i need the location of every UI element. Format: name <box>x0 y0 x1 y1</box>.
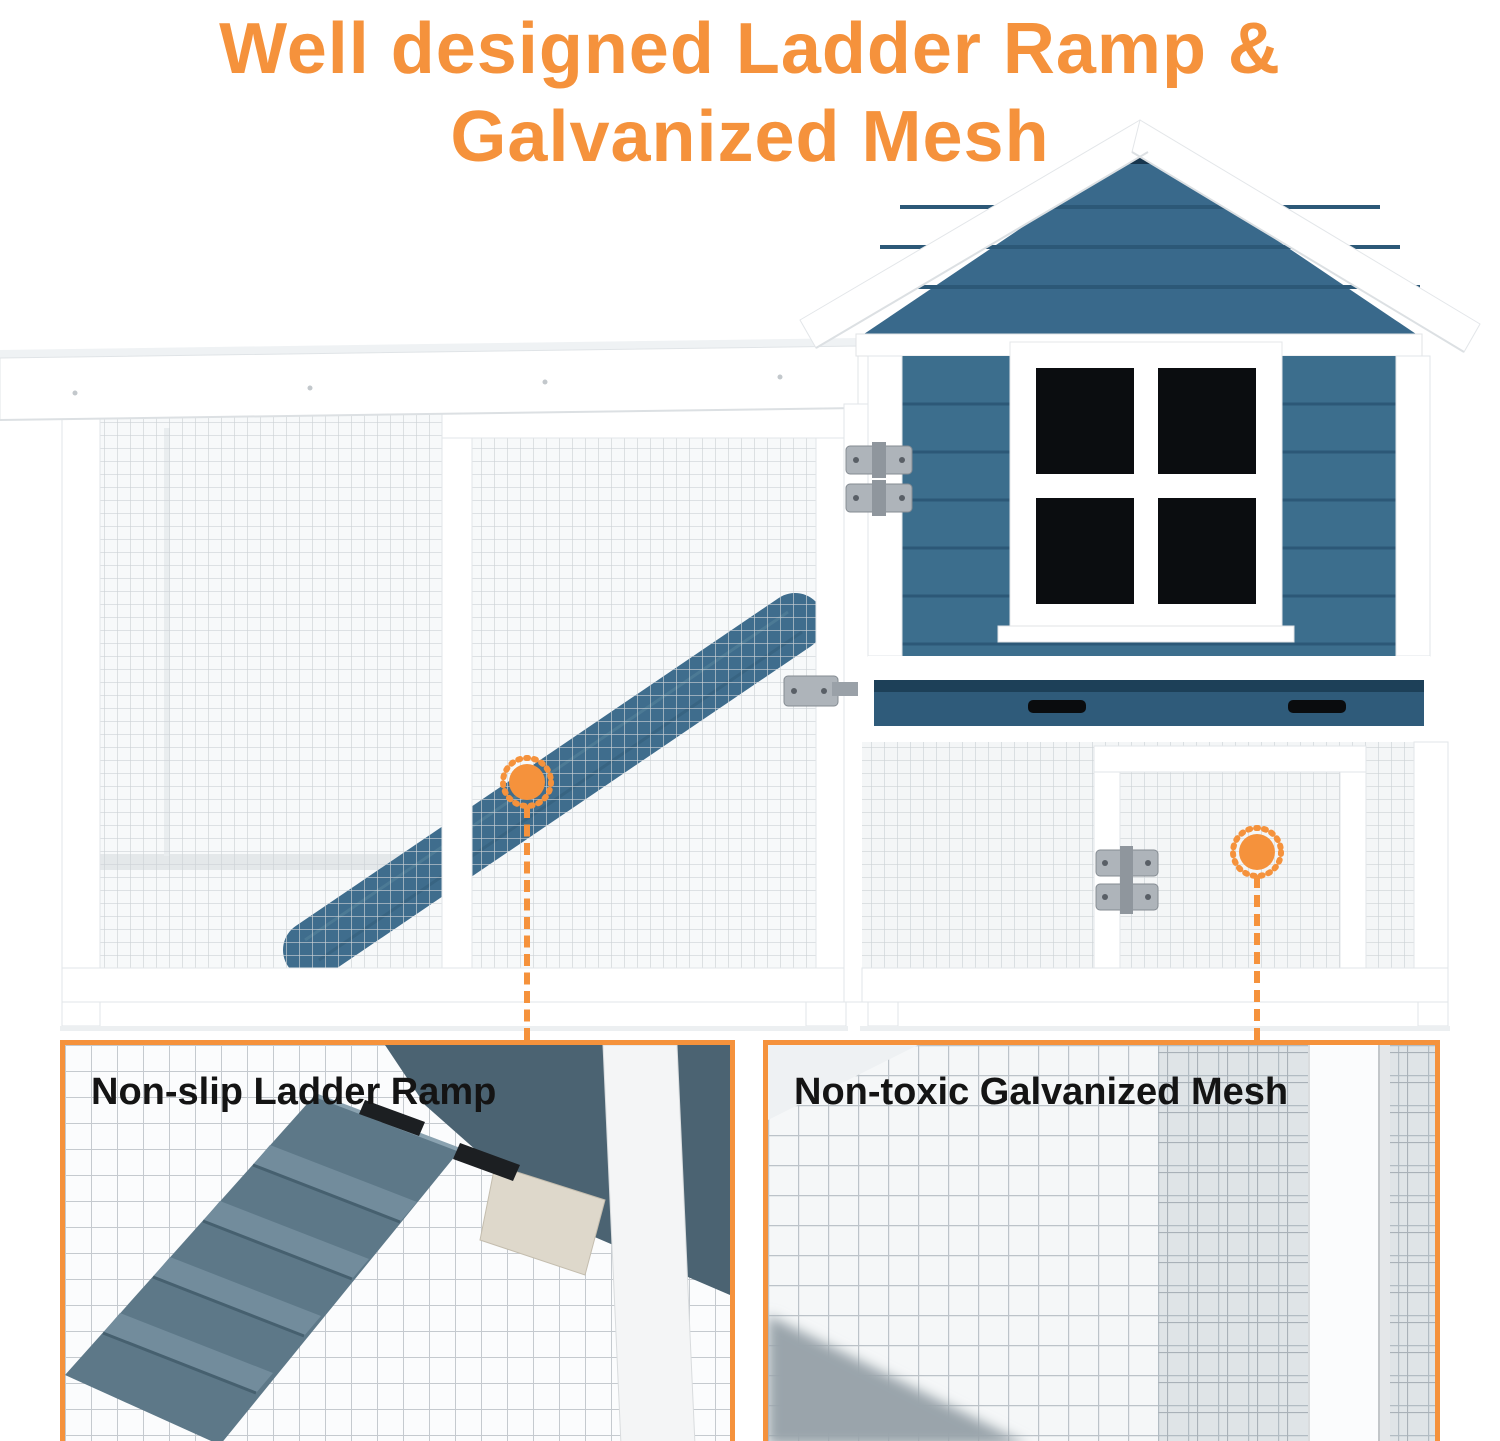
tray-rail <box>868 726 1430 742</box>
left-post <box>61 403 101 1003</box>
nest-tray <box>874 680 1424 726</box>
frame-post <box>1308 1045 1390 1441</box>
door-latch <box>783 675 858 707</box>
callout-line-ladder <box>524 806 530 1040</box>
right-legs <box>860 1001 1450 1031</box>
detail-ladder-ramp: Non-slip Ladder Ramp <box>60 1040 735 1441</box>
detail-label-mesh: Non-toxic Galvanized Mesh <box>794 1071 1289 1113</box>
left-run-roof <box>0 338 859 421</box>
ramp-board <box>65 1093 461 1441</box>
ramp-brackets <box>359 1100 520 1181</box>
right-bottom-rail <box>861 967 1449 1003</box>
detail-galvanized-mesh: Non-toxic Galvanized Mesh <box>763 1040 1440 1441</box>
support-post <box>602 1045 696 1441</box>
galvanized-mesh-photo <box>768 1045 1435 1441</box>
right-post <box>1413 741 1449 969</box>
left-bottom-rail <box>61 967 845 1003</box>
detail-label-ladder: Non-slip Ladder Ramp <box>91 1071 497 1113</box>
callout-dot-ladder <box>500 755 554 809</box>
ladder-ramp-photo <box>65 1045 730 1441</box>
frame-edge-top <box>768 1045 918 1120</box>
blurred-rail <box>768 1315 1020 1441</box>
house <box>799 119 1481 742</box>
title-line-1: Well designed Ladder Ramp & <box>219 9 1281 89</box>
callout-line-mesh <box>1254 876 1260 1040</box>
page-title: Well designed Ladder Ramp & Galvanized M… <box>0 6 1500 182</box>
ramp-support-block <box>479 1164 606 1276</box>
door-hinges <box>845 442 913 516</box>
house-roof <box>799 119 1481 353</box>
house-gable <box>858 132 1422 338</box>
house-window <box>997 341 1295 643</box>
title-line-2: Galvanized Mesh <box>450 96 1050 177</box>
house-base-band <box>868 656 1430 680</box>
left-legs <box>60 1001 848 1031</box>
small-door-hinges <box>1095 846 1159 914</box>
left-run <box>0 338 859 1031</box>
callout-dot-mesh <box>1230 825 1284 879</box>
product-image <box>0 119 1481 1031</box>
